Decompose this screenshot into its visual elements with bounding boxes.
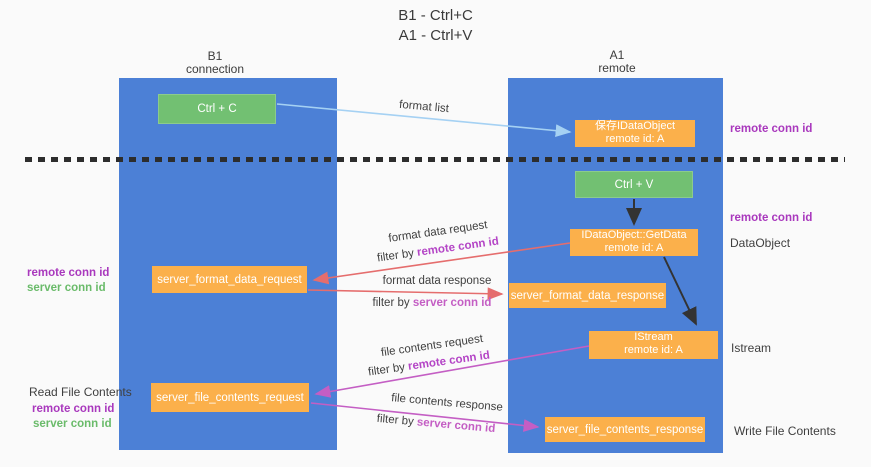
annotation-remote-conn-id-mid: remote conn id	[730, 212, 813, 224]
diagram-title: B1 - Ctrl+C A1 - Ctrl+V	[0, 6, 871, 46]
lane-header-b1: B1 connection	[155, 50, 275, 76]
lane-a1-sub: remote	[598, 61, 636, 75]
filter-keyword-server-conn-id: server conn id	[412, 297, 492, 309]
arrow-file-contents-response	[310, 402, 540, 432]
lane-b1-name: B1	[207, 49, 223, 63]
arrow-getdata-to-istream	[663, 256, 697, 326]
annotation-istream: Istream	[731, 341, 772, 355]
arrow-format-data-response	[307, 287, 504, 301]
node-server-file-contents-request-label: server_file_contents_request	[156, 391, 304, 404]
node-server-format-data-response: server_format_data_response	[509, 283, 666, 308]
node-istream: IStream remote id: A	[589, 331, 718, 359]
copy-paste-divider	[25, 157, 845, 162]
node-save-idataobject-line1: 保存IDataObject	[594, 120, 676, 132]
node-server-format-data-request: server_format_data_request	[152, 266, 307, 293]
lane-b1-sub: connection	[185, 62, 245, 76]
filter-prefix: filter by	[372, 297, 413, 309]
annotation-write-file-contents: Write File Contents	[734, 424, 836, 438]
lane-a1-name: A1	[609, 48, 625, 62]
arrow-format-list	[276, 103, 572, 138]
title-line-2: A1 - Ctrl+V	[398, 27, 473, 44]
node-server-file-contents-response-label: server_file_contents_response	[546, 423, 704, 436]
node-getdata-line2: remote id: A	[604, 242, 664, 254]
node-server-format-data-response-label: server_format_data_response	[510, 289, 665, 302]
annotation-left-server-conn-id-1: server conn id	[27, 282, 106, 294]
label-filter-server-1: filter by server conn id	[373, 297, 492, 309]
annotation-left-remote-conn-id-2: remote conn id	[32, 403, 115, 415]
node-server-format-data-request-label: server_format_data_request	[157, 273, 302, 286]
node-istream-line2: remote id: A	[624, 344, 683, 356]
arrow-format-data-request	[312, 242, 571, 285]
lane-header-a1: A1 remote	[557, 49, 677, 75]
node-ctrl-c: Ctrl + C	[158, 94, 276, 124]
node-getdata-line1: IDataObject::GetData	[581, 229, 687, 241]
node-server-file-contents-response: server_file_contents_response	[545, 417, 705, 442]
node-server-file-contents-request: server_file_contents_request	[151, 383, 309, 412]
node-save-idataobject: 保存IDataObject remote id: A	[575, 120, 695, 147]
node-save-idataobject-line2: remote id: A	[605, 133, 665, 145]
title-line-1: B1 - Ctrl+C	[398, 7, 473, 24]
arrow-file-contents-request	[314, 345, 590, 398]
node-ctrl-v-label: Ctrl + V	[614, 178, 654, 191]
annotation-remote-conn-id-top: remote conn id	[730, 123, 813, 135]
node-ctrl-c-label: Ctrl + C	[197, 103, 237, 115]
annotation-read-file-contents: Read File Contents	[29, 385, 132, 399]
node-istream-line1: IStream	[634, 331, 673, 343]
annotation-left-remote-conn-id-1: remote conn id	[27, 267, 110, 279]
node-ctrl-v: Ctrl + V	[575, 171, 693, 198]
annotation-left-server-conn-id-2: server conn id	[33, 418, 112, 430]
node-idataobject-getdata: IDataObject::GetData remote id: A	[570, 229, 698, 256]
annotation-dataobject: DataObject	[730, 236, 791, 250]
label-format-data-response: format data response	[382, 275, 492, 287]
